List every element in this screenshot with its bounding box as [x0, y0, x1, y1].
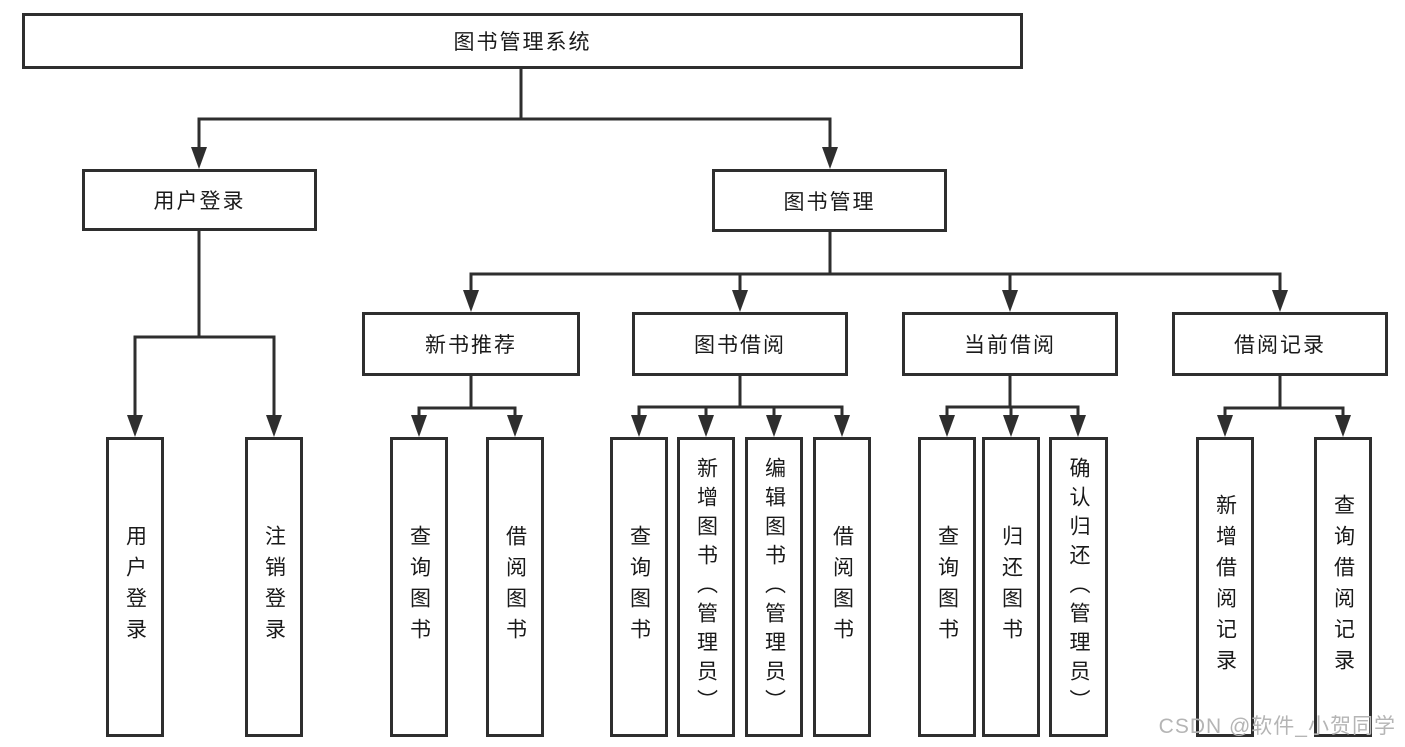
leaf-label: 查询图书 [627, 525, 651, 649]
leaf-label: 借阅图书 [830, 525, 854, 649]
bar-book-management [469, 272, 1282, 293]
leaf-return-book: 归还图书 [982, 437, 1040, 737]
leaf-query-books-recommend: 查询图书 [390, 437, 448, 737]
leaf-borrow-books-recommend: 借阅图书 [486, 437, 544, 737]
leaf-add-borrow-record: 新增借阅记录 [1196, 437, 1254, 737]
leaf-query-books-borrow: 查询图书 [610, 437, 668, 737]
leaf-label: 新增图书（管理员） [694, 456, 718, 718]
leaf-label: 归还图书 [999, 525, 1023, 649]
leaf-label: 查询借阅记录 [1331, 494, 1355, 680]
leaf-add-book-admin: 新增图书（管理员） [677, 437, 735, 737]
leaf-query-books-current: 查询图书 [918, 437, 976, 737]
bar-new-book-recommend [417, 406, 517, 420]
leaf-logout: 注销登录 [245, 437, 303, 737]
watermark: CSDN @软件_小贺同学 [1158, 715, 1396, 738]
node-user-login: 用户登录 [82, 169, 317, 231]
node-borrow-records: 借阅记录 [1172, 312, 1388, 376]
leaf-borrow-books: 借阅图书 [813, 437, 871, 737]
leaf-label: 用户登录 [123, 525, 147, 649]
leaf-label: 查询图书 [935, 525, 959, 649]
node-current-borrow: 当前借阅 [902, 312, 1118, 376]
bar-borrow-records [1223, 406, 1345, 420]
leaf-user-login: 用户登录 [106, 437, 164, 737]
node-new-book-recommend: 新书推荐 [362, 312, 580, 376]
node-root: 图书管理系统 [22, 13, 1023, 69]
leaf-query-borrow-record: 查询借阅记录 [1314, 437, 1372, 737]
node-book-management: 图书管理 [712, 169, 947, 232]
arrowheads [127, 147, 1351, 437]
leaf-edit-book-admin: 编辑图书（管理员） [745, 437, 803, 737]
leaf-label: 查询图书 [407, 525, 431, 649]
leaf-label: 新增借阅记录 [1213, 494, 1237, 680]
leaf-label: 借阅图书 [503, 525, 527, 649]
bar-root [197, 117, 832, 150]
leaf-label: 编辑图书（管理员） [762, 456, 786, 718]
node-book-borrow: 图书借阅 [632, 312, 848, 376]
bar-user-login [133, 335, 276, 418]
leaf-label: 注销登录 [262, 525, 286, 649]
leaf-confirm-return-admin: 确认归还（管理员） [1049, 437, 1108, 737]
leaf-label: 确认归还（管理员） [1067, 456, 1091, 718]
bar-book-borrow [637, 405, 844, 420]
